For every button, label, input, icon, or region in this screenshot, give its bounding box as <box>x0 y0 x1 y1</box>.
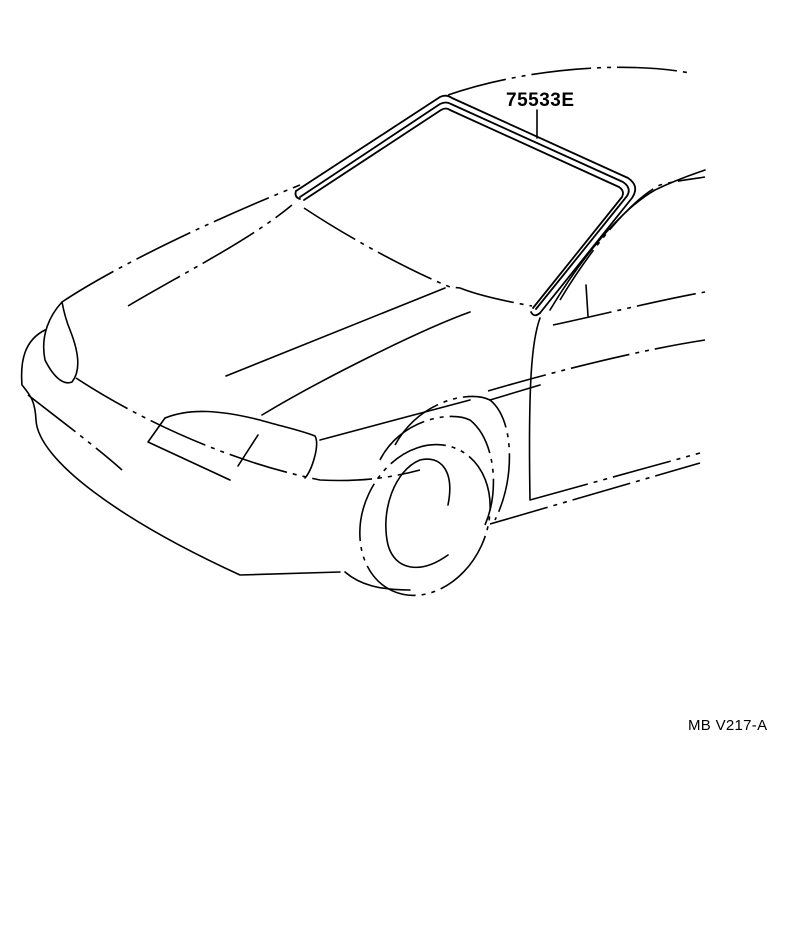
fender-line <box>319 399 471 441</box>
headlamp-right-inner <box>237 434 259 467</box>
part-number-label: 75533E <box>506 90 575 111</box>
a-pillar-inner <box>559 176 706 301</box>
headlamp-right-top <box>164 410 318 479</box>
bumper-outline <box>20 329 341 576</box>
roof-line <box>447 66 691 96</box>
cowl-line <box>303 207 533 307</box>
bumper-crease <box>27 394 123 471</box>
a-pillar-front <box>528 317 541 501</box>
illustration-code: MB V217-A <box>688 717 768 734</box>
wheel-arch-inner <box>379 415 495 526</box>
rocker-lower <box>489 462 701 525</box>
headlamp-left <box>42 301 79 384</box>
a-pillar-outer <box>549 169 706 311</box>
bumper-top-line <box>75 377 421 482</box>
hood-front-edge <box>61 184 301 303</box>
hood-line-center <box>225 287 446 377</box>
door-line <box>487 339 706 392</box>
hood-crease <box>127 204 293 307</box>
wheel-tire <box>359 443 491 597</box>
mirror-line <box>585 284 589 317</box>
rocker-upper <box>529 452 701 501</box>
wheel-rim <box>385 458 451 569</box>
beltline <box>552 291 706 326</box>
headlamp-right-side <box>147 417 231 481</box>
fender-door-line <box>489 384 541 401</box>
windshield-molding <box>294 94 637 317</box>
tire-bottom <box>344 571 411 591</box>
hood-side-line <box>261 311 471 416</box>
